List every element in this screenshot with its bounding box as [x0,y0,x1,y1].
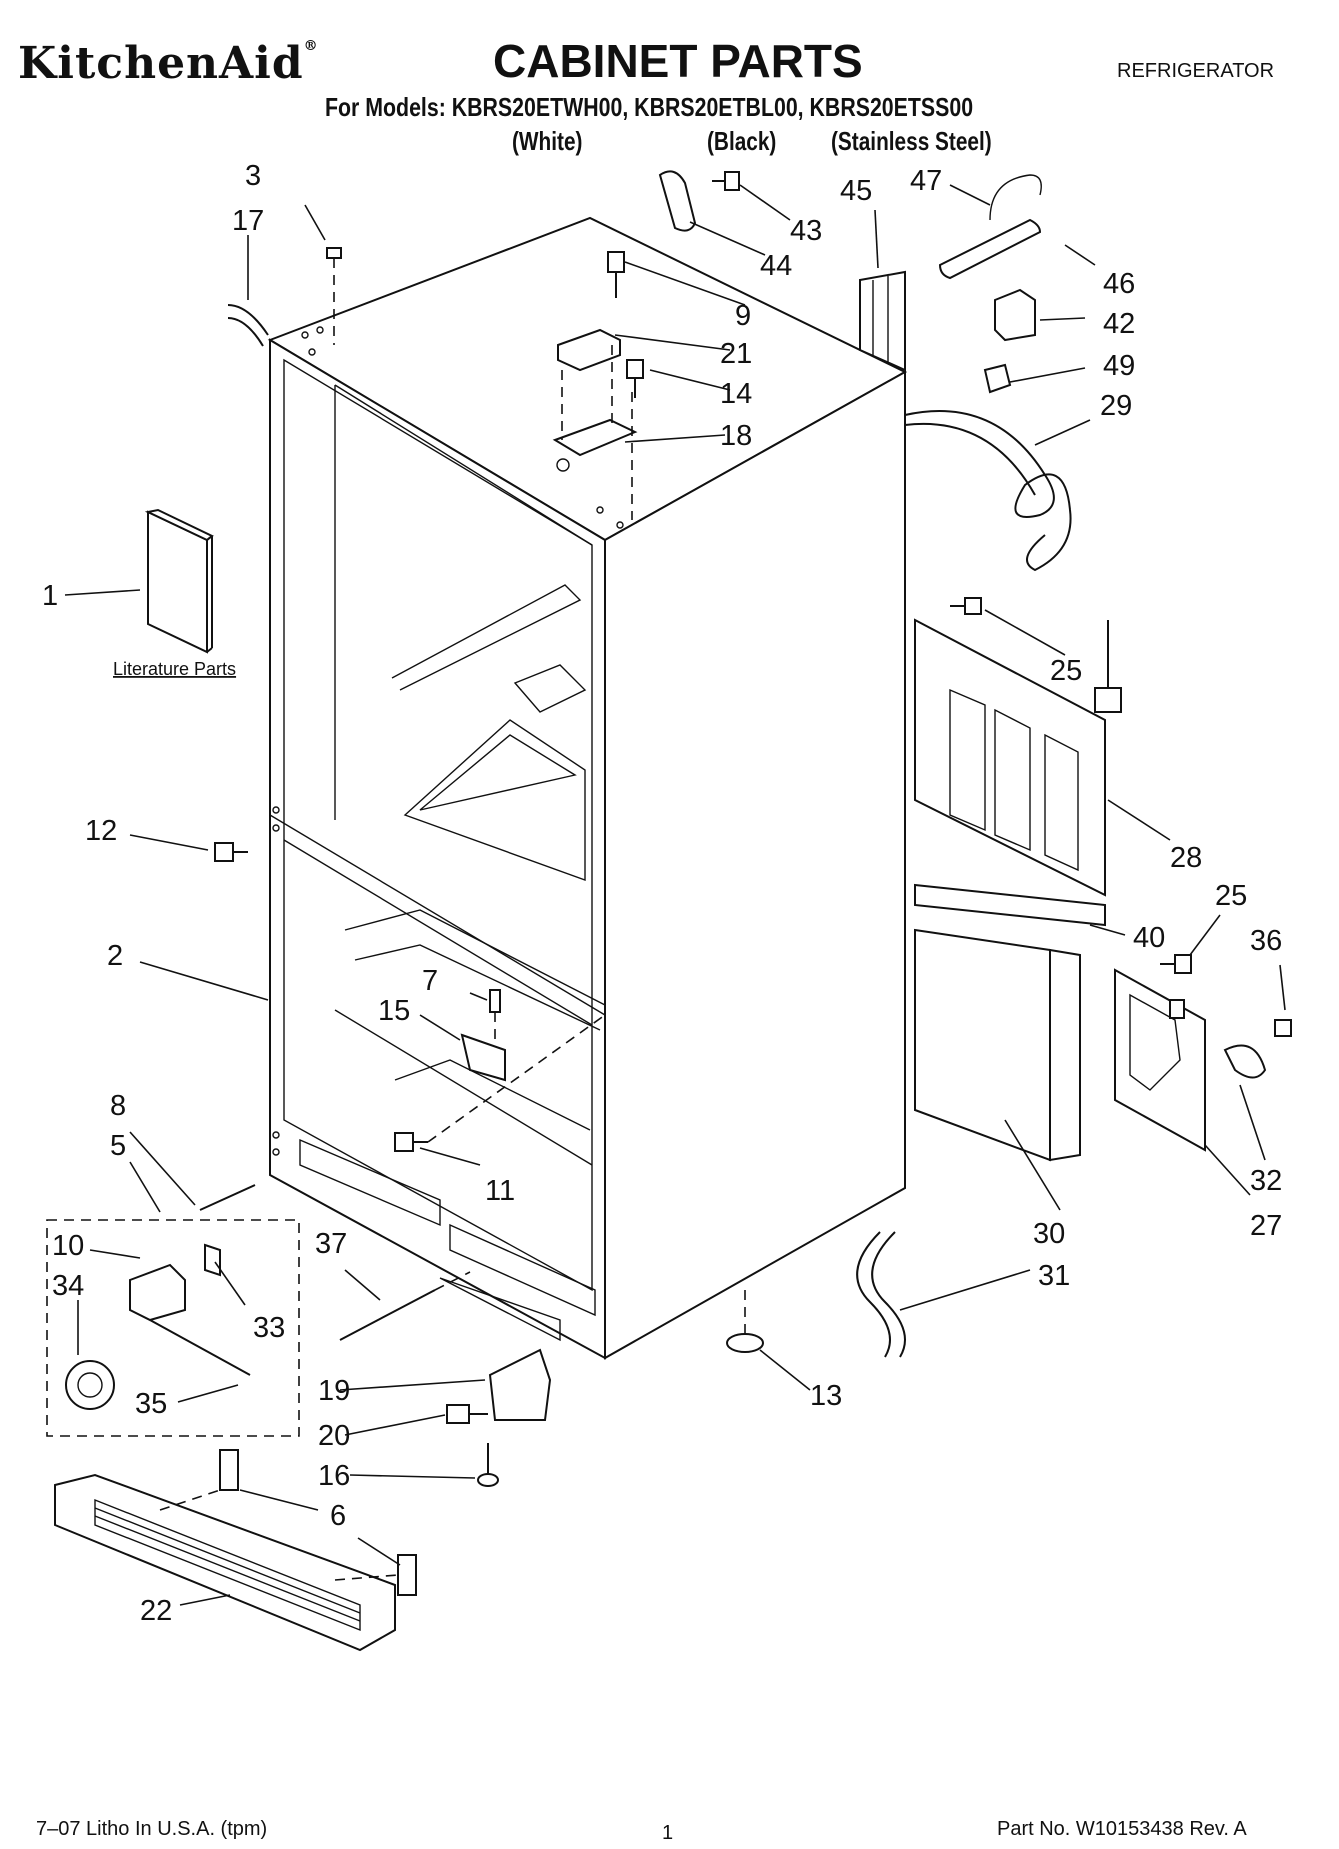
callout-40: 40 [1133,922,1165,954]
callout-33: 33 [253,1312,285,1344]
callout-43: 43 [790,215,822,247]
assembly-parts [65,1243,251,1410]
callout-3: 3 [245,160,261,192]
appliance-type: REFRIGERATOR [1117,60,1275,82]
callout-49: 49 [1103,350,1135,382]
callout-19: 19 [318,1375,350,1407]
callout-17: 17 [232,205,264,237]
water-line-tube [856,1231,906,1358]
seal-strip [914,883,1106,927]
callout-6: 6 [330,1500,346,1532]
callout-numbers: 1 2 3 5 6 7 8 9 10 11 12 13 14 15 16 17 … [42,160,1282,1627]
callout-29: 29 [1100,390,1132,422]
callout-9: 9 [735,300,751,332]
footer-litho: 7–07 Litho In U.S.A. (tpm) [36,1818,268,1840]
water-tube-parts [938,174,1042,394]
caster-leg [726,1290,764,1353]
footer-page-number: 1 [662,1822,674,1844]
callout-37: 37 [315,1228,347,1260]
callout-13: 13 [810,1380,842,1412]
callout-35: 35 [135,1388,167,1420]
callout-20: 20 [318,1420,350,1452]
callout-2: 2 [107,940,123,972]
door-stop-bracket [658,170,740,232]
callout-32: 32 [1250,1165,1282,1197]
callout-18: 18 [720,420,752,452]
variant-black: (Black) [707,126,777,156]
literature-parts-link[interactable]: Literature Parts [113,659,236,679]
long-screws [199,1184,471,1341]
callout-42: 42 [1103,308,1135,340]
brand-logo: KitchenAid® [18,38,319,89]
callout-14: 14 [720,378,752,410]
callout-8: 8 [110,1090,126,1122]
callout-22: 22 [140,1595,172,1627]
callout-10: 10 [52,1230,84,1262]
callout-36: 36 [1250,925,1282,957]
callout-46: 46 [1103,268,1135,300]
registered-mark: ® [303,38,319,54]
callout-leaders [64,184,1286,1606]
electrical-bracket [1114,968,1206,1152]
screw-right-25b [1160,954,1192,974]
callout-31: 31 [1038,1260,1070,1292]
top-tube-17 [227,304,269,347]
page-title: CABINET PARTS [493,35,863,87]
callout-34: 34 [52,1270,84,1302]
side-screws [214,842,606,1152]
power-cord [904,410,1122,713]
callout-27: 27 [1250,1210,1282,1242]
front-hinge-bracket [446,1348,552,1487]
callout-47: 47 [910,165,942,197]
shield-part [859,270,906,372]
variant-white: (White) [512,126,583,156]
footer-part-number: Part No. W10153438 Rev. A [997,1818,1247,1840]
top-hinge-parts [552,251,644,520]
callout-12: 12 [85,815,117,847]
callout-25b: 25 [1215,880,1247,912]
callout-28: 28 [1170,842,1202,874]
callout-15: 15 [378,995,410,1027]
callout-16: 16 [318,1460,350,1492]
refrigerator-cabinet [267,216,908,1360]
variant-stainless: (Stainless Steel) [831,126,992,156]
top-screw-3 [326,247,342,345]
callout-1: 1 [42,580,58,612]
bottom-grille [54,1449,417,1652]
models-line: For Models: KBRS20ETWH00, KBRS20ETBL00, … [325,92,974,122]
callout-5: 5 [110,1130,126,1162]
callout-21: 21 [720,338,752,370]
brand-name: KitchenAid [18,38,304,89]
screw-right-25a [950,597,982,615]
insulation-panel [914,928,1081,1162]
callout-45: 45 [840,175,872,207]
callout-7: 7 [422,965,438,997]
rear-access-cover [914,618,1106,897]
literature-booklet [144,508,214,654]
cord-clamp [1223,1019,1292,1079]
callout-30: 30 [1033,1218,1065,1250]
callout-44: 44 [760,250,792,282]
assembly-callout-box [46,1219,300,1437]
callout-11: 11 [485,1175,515,1207]
callout-25a: 25 [1050,655,1082,687]
